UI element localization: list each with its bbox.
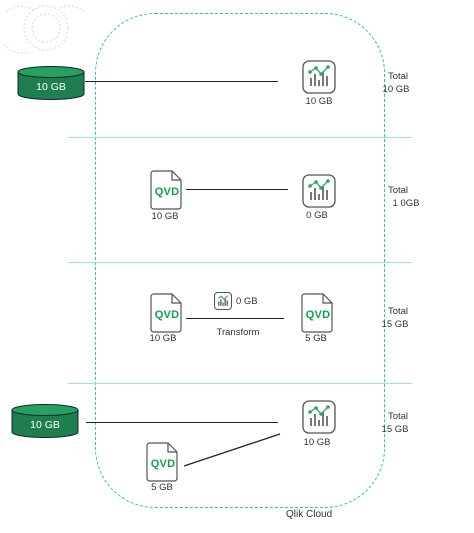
qvd-size-label: 5 GB bbox=[151, 482, 173, 493]
qlik-app-small-icon bbox=[214, 292, 232, 310]
qvd-size-label: 5 GB bbox=[305, 333, 327, 344]
database-size-label: 10 GB bbox=[30, 419, 60, 431]
cloud-label: Qlik Cloud bbox=[286, 509, 333, 520]
data-flow-line bbox=[85, 81, 278, 82]
data-flow-line bbox=[186, 189, 288, 190]
qlik-app-icon bbox=[302, 60, 336, 94]
qvd-file-icon: QVD bbox=[149, 293, 183, 333]
total-value: 1 0GB bbox=[392, 198, 420, 209]
data-flow-line bbox=[186, 318, 284, 319]
total-value: 15 GB bbox=[381, 424, 409, 435]
qlik-app-icon bbox=[302, 400, 336, 434]
qlik-app-icon bbox=[302, 174, 336, 208]
row-separator bbox=[68, 262, 412, 263]
app-size-label: 0 GB bbox=[306, 210, 328, 221]
database-size-label: 10 GB bbox=[36, 81, 66, 93]
qvd-file-icon: QVD bbox=[149, 170, 183, 210]
qvd-file-icon: QVD bbox=[145, 442, 179, 482]
total-label: Total bbox=[387, 411, 409, 422]
total-label: Total bbox=[387, 185, 409, 196]
data-flow-line bbox=[86, 422, 278, 423]
qvd-size-label: 10 GB bbox=[151, 211, 179, 222]
qvd-text: QVD bbox=[154, 186, 180, 198]
row-separator bbox=[68, 137, 412, 138]
database-icon: 10 GB bbox=[17, 66, 85, 100]
transform-label: Transform bbox=[216, 327, 260, 338]
qvd-text: QVD bbox=[154, 309, 180, 321]
mini-app-size-label: 0 GB bbox=[236, 296, 258, 307]
app-size-label: 10 GB bbox=[305, 96, 333, 107]
qlik-cloud-boundary bbox=[95, 13, 385, 508]
data-flow-line-diagonal bbox=[183, 433, 281, 467]
watermark-logo bbox=[3, 5, 87, 54]
qvd-size-label: 10 GB bbox=[149, 333, 177, 344]
total-value: 15 GB bbox=[381, 319, 409, 330]
row-separator bbox=[68, 383, 412, 384]
qvd-file-icon: QVD bbox=[300, 293, 334, 333]
database-icon: 10 GB bbox=[11, 404, 79, 438]
qvd-text: QVD bbox=[150, 458, 176, 470]
total-label: Total bbox=[387, 71, 409, 82]
app-size-label: 10 GB bbox=[303, 437, 331, 448]
total-label: Total bbox=[387, 306, 409, 317]
qvd-text: QVD bbox=[305, 309, 331, 321]
total-value: 10 GB bbox=[382, 84, 410, 95]
